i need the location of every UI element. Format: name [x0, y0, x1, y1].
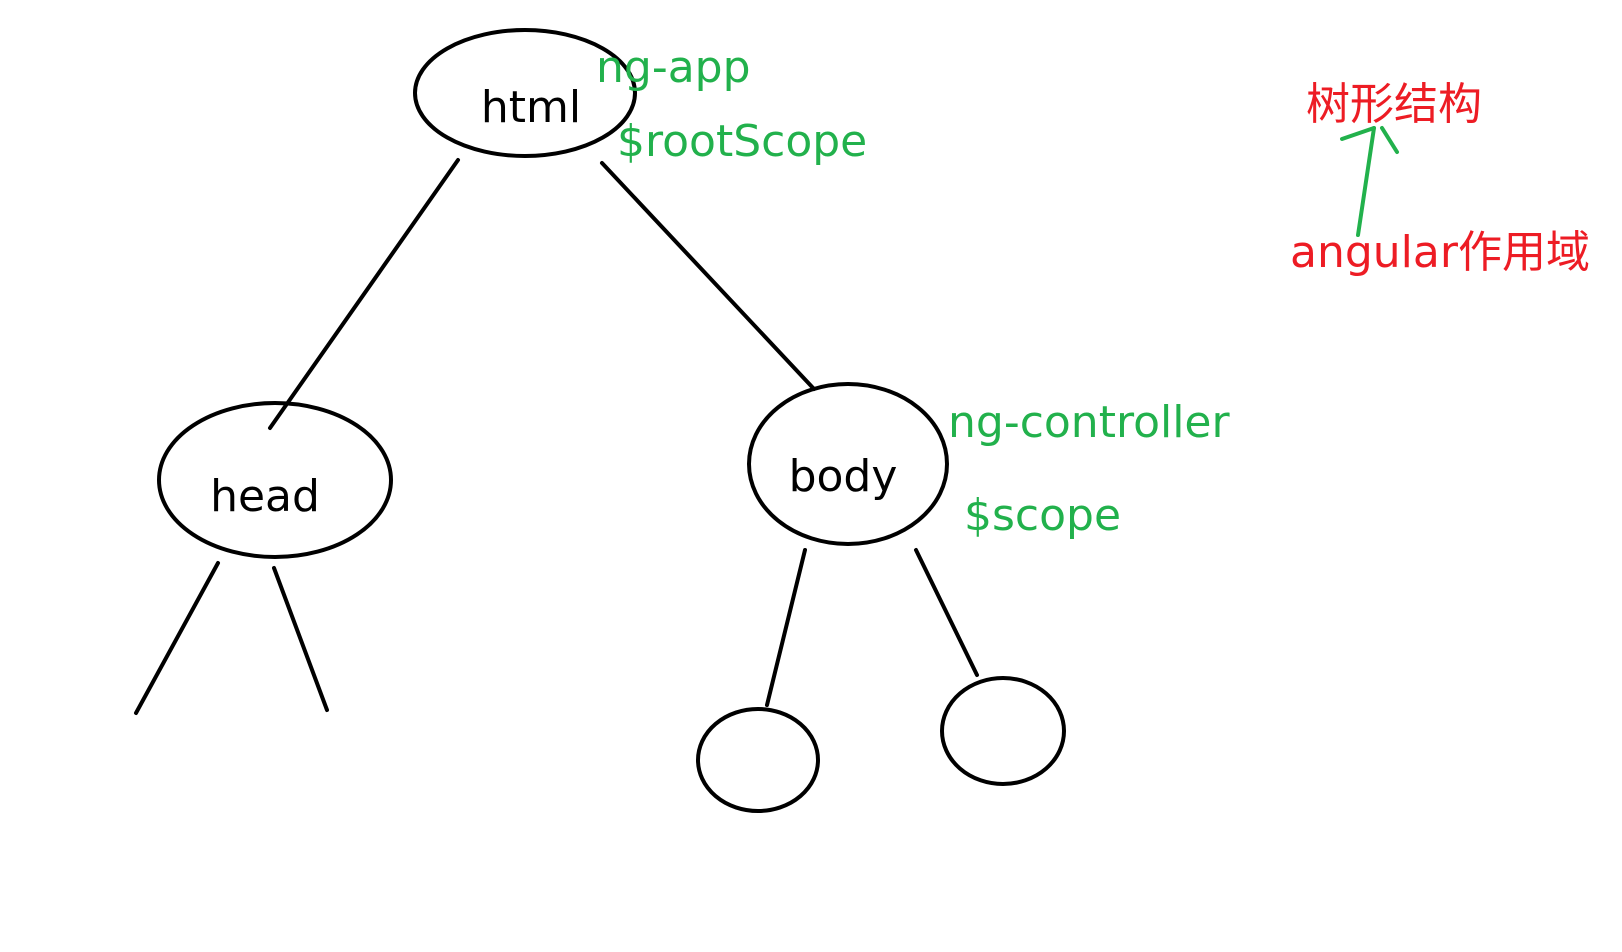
node-html: [413, 28, 637, 158]
ng-app-annotation: ng-app: [596, 42, 751, 93]
node-head-label: head: [210, 471, 320, 522]
arrow-up-icon: [1340, 126, 1399, 237]
edge-head-right: [272, 566, 329, 712]
node-html-label: html: [481, 82, 581, 133]
node-body-child-right: [940, 676, 1066, 786]
edge-html-body: [600, 161, 816, 391]
node-body-label: body: [789, 451, 898, 502]
edge-html-head: [268, 158, 460, 430]
edge-head-left: [134, 561, 220, 715]
ng-controller-annotation: ng-controller: [948, 397, 1231, 448]
edge-body-left: [765, 548, 807, 707]
node-head: [157, 401, 393, 559]
root-scope-annotation: $rootScope: [617, 116, 867, 167]
tree-structure-annotation: 树形结构: [1306, 79, 1482, 130]
scope-annotation: $scope: [964, 490, 1121, 541]
edge-body-right: [914, 548, 979, 677]
node-body-child-left: [696, 707, 820, 813]
node-body: [747, 382, 949, 546]
angular-scope-annotation: angular作用域: [1290, 227, 1590, 278]
